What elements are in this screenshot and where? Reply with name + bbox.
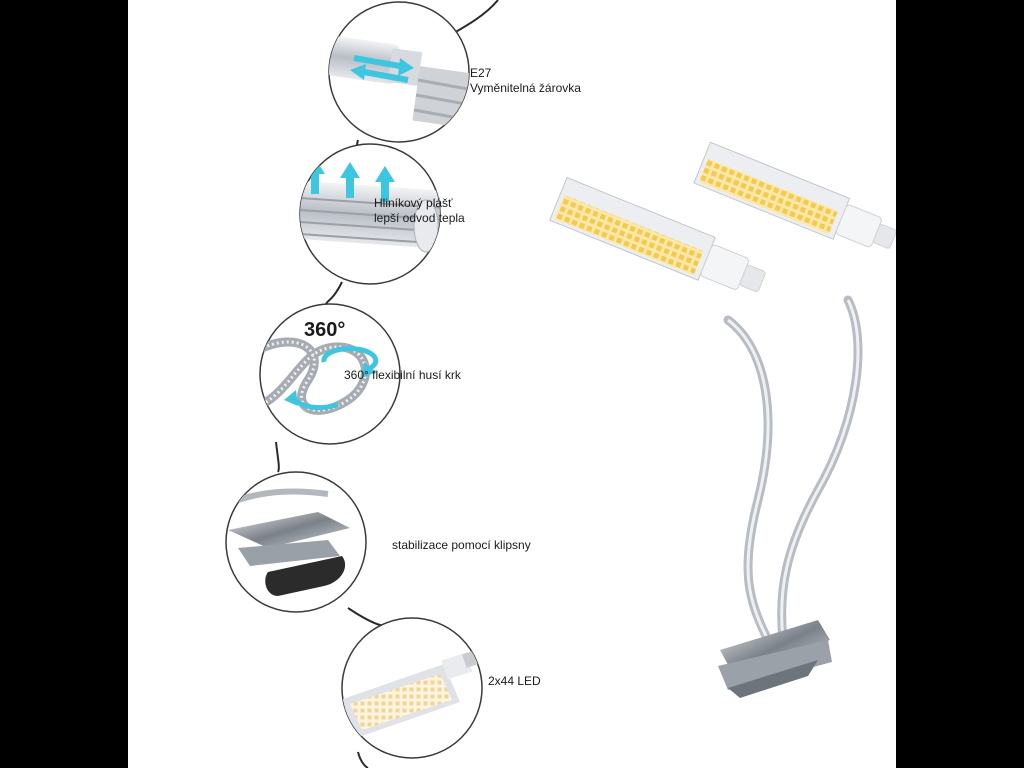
label-led: 2x44 LED [488,674,541,689]
label-e27-line2: Vyměnitelná žárovka [470,81,581,95]
feature-circle-gooseneck [259,303,401,445]
label-gooseneck: 360° flexibilní husí krk [344,368,461,383]
feature-circle-e27 [328,1,470,143]
label-aluminium: Hliníkový plášť lepší odvod tepla [374,196,465,226]
label-e27-line1: E27 [470,66,492,80]
badge-360: 360° [304,319,345,341]
letterbox-left [0,0,128,768]
heat-arrows-icon [300,158,440,253]
label-aluminium-line1: Hliníkový plášť [374,196,453,210]
illustration: 360° [225,0,897,769]
label-gooseneck-line1: 360° flexibilní husí krk [344,368,461,382]
feature-circle-clip [225,471,367,613]
label-led-line1: 2x44 LED [488,674,541,688]
clip-icon [228,488,350,596]
feature-circle-aluminium [299,143,441,285]
rotation-arrows-icon [260,337,379,415]
label-aluminium-line2: lepší odvod tepla [374,211,465,225]
product-lamp [549,141,897,698]
label-clip: stabilizace pomocí klipsny [392,538,531,553]
label-clip-line1: stabilizace pomocí klipsny [392,538,531,552]
infographic-canvas: 360° E27 Vyměnitelná žárovka Hliníkový p… [128,0,897,769]
label-e27: E27 Vyměnitelná žárovka [470,66,581,96]
letterbox-right [896,0,1024,768]
feature-circle-led [341,617,483,759]
